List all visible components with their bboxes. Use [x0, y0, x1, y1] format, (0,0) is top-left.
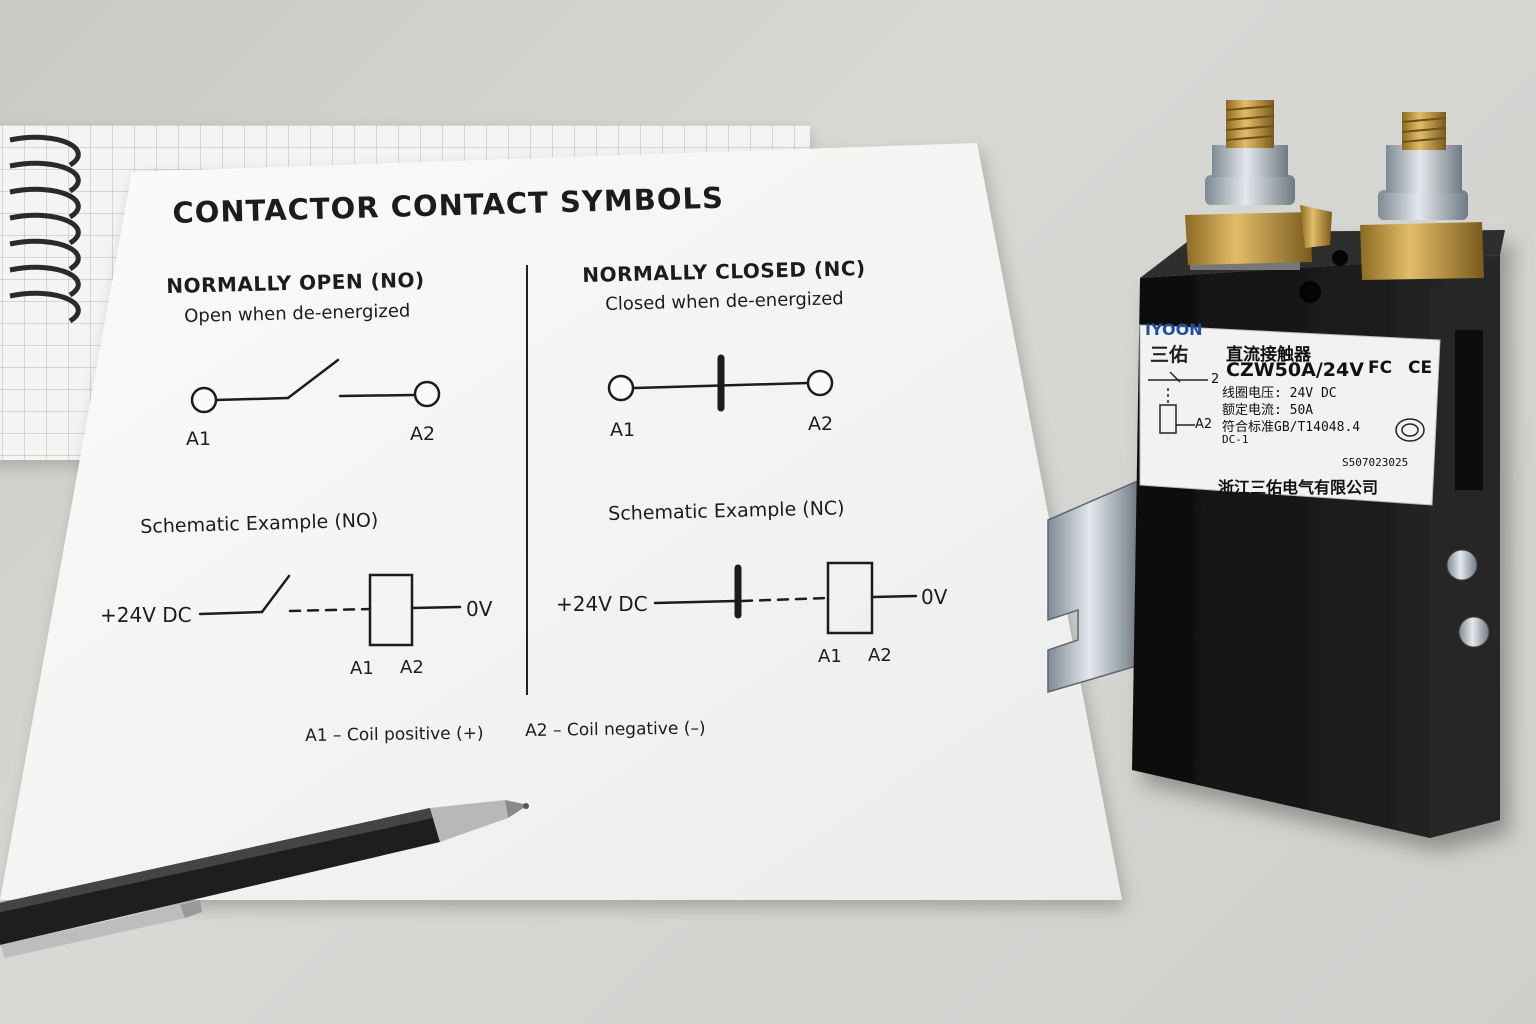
terminal-hole — [1299, 281, 1321, 303]
contactor-label — [1139, 324, 1441, 506]
spec-standard: 符合标准GB/T14048.4 — [1222, 420, 1361, 435]
terminal-hole — [1332, 250, 1348, 266]
nc-supply-label: +24V DC — [556, 592, 648, 616]
no-supply-label: +24V DC — [100, 603, 192, 627]
contactor-model: CZW50A/24V — [1226, 359, 1364, 381]
nc-coil-a1-label: A1 — [818, 646, 842, 667]
label-pin-a2: A2 — [1195, 417, 1213, 432]
side-screw-top — [1446, 549, 1478, 581]
side-screw-bottom — [1458, 616, 1490, 648]
terminal-stud-1 — [1185, 100, 1332, 270]
spec-rated-current: 额定电流: 50A — [1222, 403, 1314, 418]
contactor-brand: IYOON — [1145, 320, 1203, 339]
ccc-mark-icon — [1395, 418, 1425, 442]
notebook-spiral-binding — [9, 134, 81, 324]
serial-number: S507023025 — [1342, 456, 1409, 469]
terminal-stud-2 — [1360, 112, 1484, 280]
fc-mark: FC — [1368, 358, 1393, 378]
no-coil-a1-label: A1 — [350, 658, 374, 679]
label-contact-schematic — [1148, 371, 1208, 434]
nc-terminal-a2-label: A2 — [808, 413, 834, 435]
no-terminal-a2-label: A2 — [410, 423, 436, 445]
label-pin-2: 2 — [1211, 372, 1220, 387]
nc-ground-label: 0V — [921, 585, 948, 609]
no-ground-label: 0V — [466, 597, 493, 621]
contactor-brand-cn: 三佑 — [1150, 344, 1189, 366]
nc-coil-a2-label: A2 — [868, 645, 892, 666]
nc-terminal-a1-label: A1 — [610, 419, 636, 441]
spec-coil-voltage: 线圈电压: 24V DC — [1222, 386, 1337, 401]
mounting-bracket — [1047, 478, 1141, 694]
paper-sheet — [0, 143, 1122, 900]
ce-mark: CE — [1408, 358, 1433, 378]
spec-category: DC-1 — [1222, 433, 1249, 446]
no-terminal-a1-label: A1 — [186, 428, 212, 450]
no-coil-a2-label: A2 — [400, 657, 424, 678]
manufacturer-name: 浙江三佑电气有限公司 — [1218, 478, 1379, 497]
contactor-title: 直流接触器 — [1226, 345, 1311, 365]
